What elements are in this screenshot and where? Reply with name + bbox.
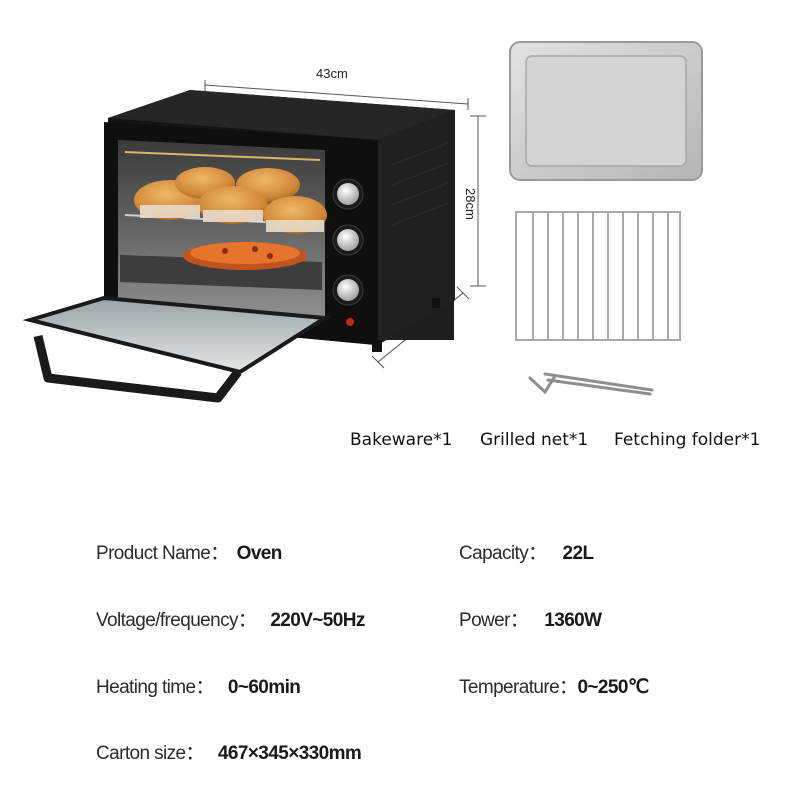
spec-key: Carton size： (96, 743, 205, 764)
spec-value: 0~250℃ (577, 677, 649, 698)
spec-product-name: Product Name： Oven (96, 538, 282, 565)
bakeware-tray-image (509, 41, 703, 181)
accessory-label-bakeware: Bakeware*1 (350, 430, 453, 450)
upper-rack-with-buns (124, 167, 327, 234)
width-label: 43cm (316, 66, 348, 81)
height-dimension-line (470, 115, 486, 287)
spec-key: Product Name： (96, 543, 229, 564)
spec-value: 0~60min (227, 677, 301, 698)
spec-key: Voltage/frequency： (96, 610, 257, 631)
spec-value: 467×345×330mm (217, 743, 362, 764)
spec-key: Power： (459, 610, 529, 631)
grilled-net-image (515, 211, 681, 341)
height-label: 28cm (463, 188, 478, 220)
oven-product-illustration (22, 41, 703, 403)
spec-voltage: Voltage/frequency： 220V~50Hz (96, 605, 365, 632)
spec-value: 22L (562, 543, 595, 564)
spec-power: Power： 1360W (459, 605, 602, 632)
fetching-folder-image (528, 372, 654, 396)
spec-temperature: Temperature：0~250℃ (459, 672, 649, 699)
control-knobs (332, 178, 364, 326)
spec-value: 220V~50Hz (270, 610, 365, 631)
spec-heating-time: Heating time： 0~60min (96, 672, 301, 699)
lower-tray-with-pizza (120, 242, 322, 290)
spec-key: Capacity： (459, 543, 547, 564)
oven-door-open (22, 295, 332, 403)
accessory-label-fetching-folder: Fetching folder*1 (614, 430, 761, 450)
spec-capacity: Capacity： 22L (459, 538, 595, 565)
spec-value: 1360W (544, 610, 602, 631)
spec-key: Heating time： (96, 677, 214, 698)
spec-value: Oven (236, 543, 283, 564)
width-dimension-line (204, 80, 469, 110)
spec-carton-size: Carton size： 467×345×330mm (96, 738, 362, 765)
accessory-label-grilled-net: Grilled net*1 (480, 430, 589, 450)
spec-key: Temperature： (459, 677, 578, 698)
